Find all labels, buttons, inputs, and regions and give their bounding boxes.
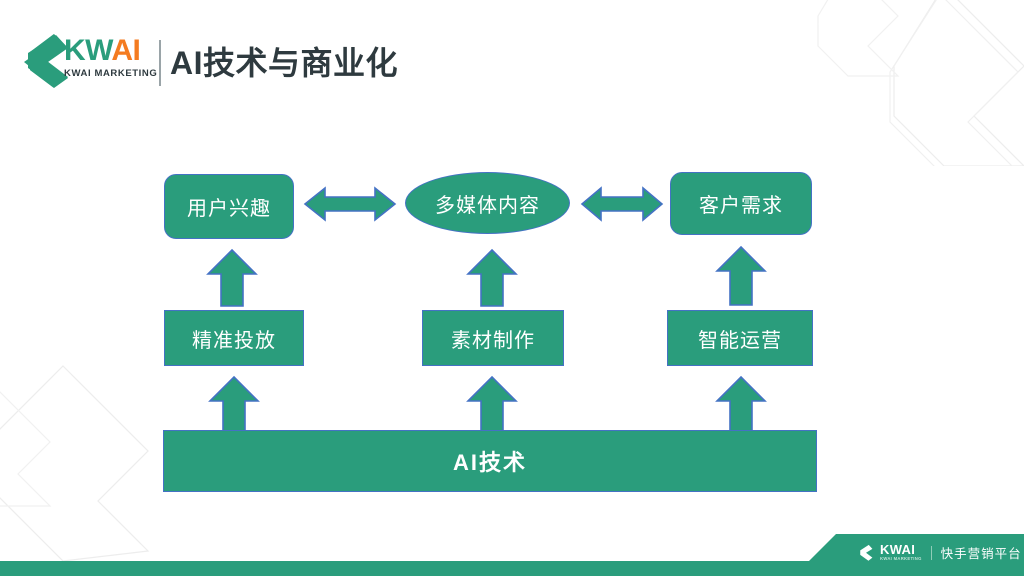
kwai-chevron-logo-icon xyxy=(24,34,68,88)
footer-bar xyxy=(0,561,1024,576)
footer-content: KWAI KWAI MARKETING 快手营销平台 xyxy=(856,543,1022,562)
footer-badge: KWAI KWAI MARKETING 快手营销平台 xyxy=(794,534,1024,576)
watermark-chevron-bottom-left xyxy=(0,365,150,562)
node-smart-operation-label: 智能运营 xyxy=(698,329,782,352)
node-smart-operation[interactable]: 智能运营 xyxy=(667,310,813,366)
node-user-interest[interactable]: 用户兴趣 xyxy=(164,174,294,239)
footer-separator xyxy=(930,545,932,560)
node-customer-demand[interactable]: 客户需求 xyxy=(670,172,812,235)
node-precise-delivery[interactable]: 精准投放 xyxy=(164,310,304,366)
kwai-wordmark-ai: AI xyxy=(111,34,141,67)
node-material-production-label: 素材制作 xyxy=(451,329,535,352)
connector-operation-to-demand-icon xyxy=(715,245,767,306)
node-ai-technology-label: AI技术 xyxy=(452,450,527,475)
kwai-wordmark: KWAI KWAI MARKETING xyxy=(64,36,164,80)
connector-interest-to-content-icon xyxy=(303,186,397,222)
title-divider xyxy=(159,40,161,86)
node-ai-technology[interactable]: AI技术 xyxy=(163,430,817,492)
kwai-wordmark-subtitle: KWAI MARKETING xyxy=(64,68,158,79)
watermark-chevron-bottom-left-small xyxy=(0,391,52,507)
connector-delivery-to-interest-icon xyxy=(206,248,258,307)
footer-badge-shape xyxy=(794,534,1024,576)
footer-tagline: 快手营销平台 xyxy=(940,547,1022,561)
connector-content-to-demand-icon xyxy=(580,186,664,222)
node-customer-demand-label: 客户需求 xyxy=(699,195,783,217)
node-multimedia-content[interactable]: 多媒体内容 xyxy=(405,172,570,234)
kwai-wordmark-text: KWAI xyxy=(64,36,164,66)
node-material-production[interactable]: 素材制作 xyxy=(422,310,564,366)
footer-kwai-block: KWAI KWAI MARKETING xyxy=(880,543,922,562)
node-user-interest-label: 用户兴趣 xyxy=(187,198,271,220)
node-precise-delivery-label: 精准投放 xyxy=(192,329,276,352)
connector-ai-to-operation-icon xyxy=(715,375,767,434)
kwai-wordmark-kw: KW xyxy=(64,34,112,67)
footer-kwai-text: KWAI xyxy=(880,542,916,557)
page-title: AI技术与商业化 xyxy=(170,45,399,81)
connector-ai-to-production-icon xyxy=(466,375,518,434)
connector-production-to-content-icon xyxy=(466,248,518,307)
node-multimedia-content-label: 多媒体内容 xyxy=(435,194,540,217)
connector-ai-to-delivery-icon xyxy=(208,375,260,434)
slide-header: KWAI KWAI MARKETING AI技术与商业化 xyxy=(0,0,1024,120)
footer-kwai-subtitle: KWAI MARKETING xyxy=(880,556,922,561)
kwai-chevron-logo-icon-footer xyxy=(860,544,873,561)
